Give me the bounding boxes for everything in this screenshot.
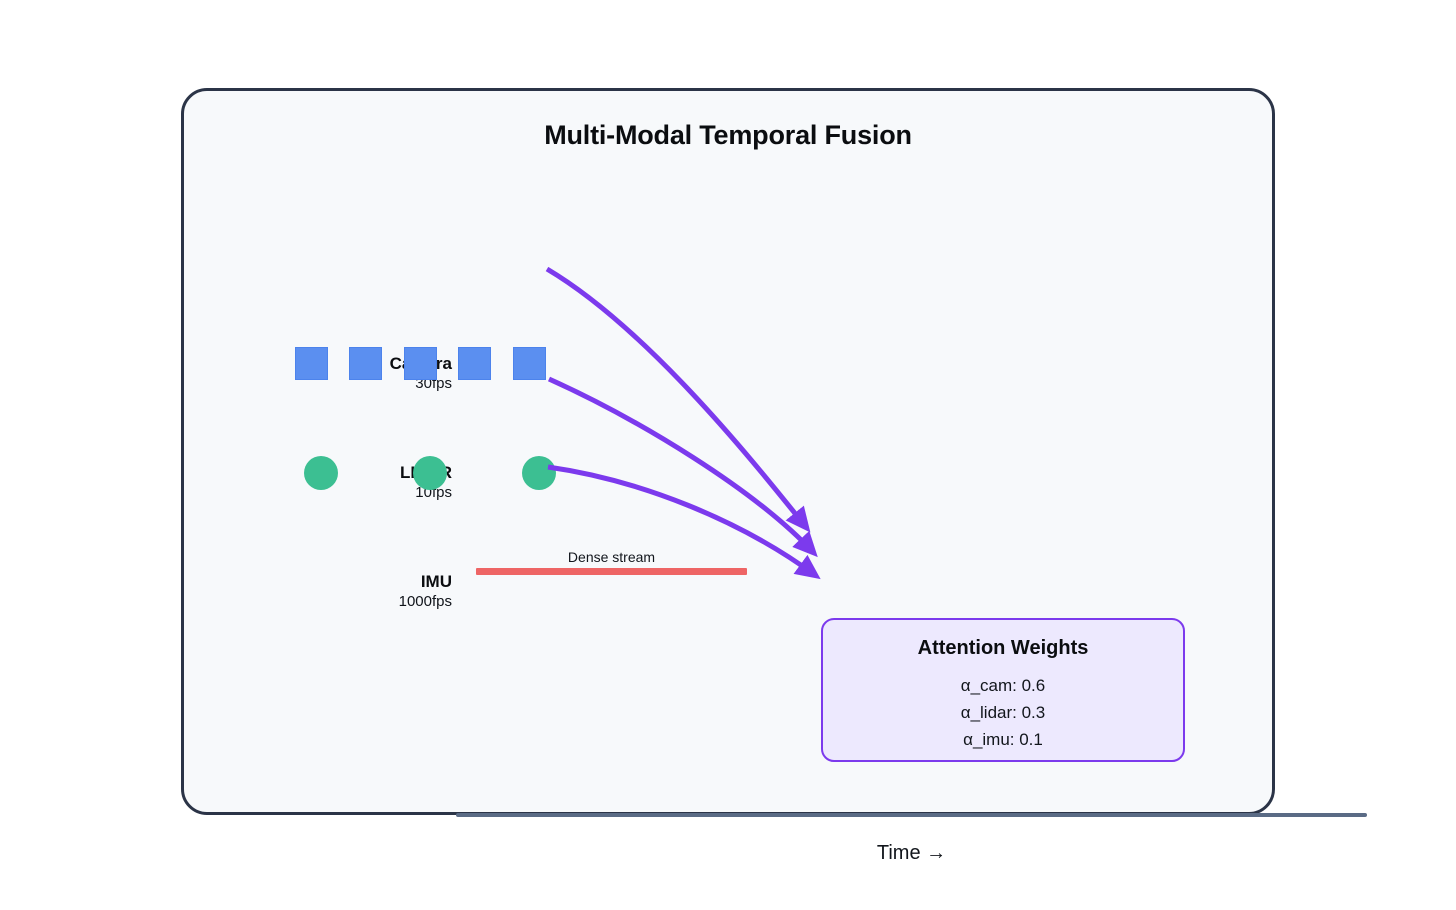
dense-stream-label: Dense stream <box>567 549 656 565</box>
lidar-sweep-marker <box>522 456 556 490</box>
lidar-sweep-marker <box>304 456 338 490</box>
attention-weight-lidar: α_lidar: 0.3 <box>960 703 1046 722</box>
page-title: Multi-Modal Temporal Fusion <box>544 120 912 150</box>
camera-frame-marker <box>513 347 546 380</box>
attention-weight-imu: α_imu: 0.1 <box>963 730 1043 749</box>
track-name-imu: IMU <box>420 572 452 591</box>
attention-weights-title: Attention Weights <box>917 637 1089 659</box>
timeline-caption: Time → <box>876 842 947 864</box>
camera-frame-marker <box>404 347 437 380</box>
timeline-axis <box>456 813 1367 817</box>
diagram-card: Multi-Modal Temporal Fusion Camera 30fps… <box>181 88 1367 864</box>
imu-stream-bar <box>476 568 747 575</box>
track-label-imu: IMU 1000fps <box>292 573 452 609</box>
attention-weight-cam: α_cam: 0.6 <box>960 676 1046 695</box>
camera-frame-marker <box>349 347 382 380</box>
camera-frame-marker <box>295 347 328 380</box>
attention-weights-box: Attention Weights α_cam: 0.6 α_lidar: 0.… <box>821 618 1185 762</box>
camera-frame-marker <box>458 347 491 380</box>
lidar-sweep-marker <box>413 456 447 490</box>
track-rate-imu: 1000fps <box>398 593 452 610</box>
